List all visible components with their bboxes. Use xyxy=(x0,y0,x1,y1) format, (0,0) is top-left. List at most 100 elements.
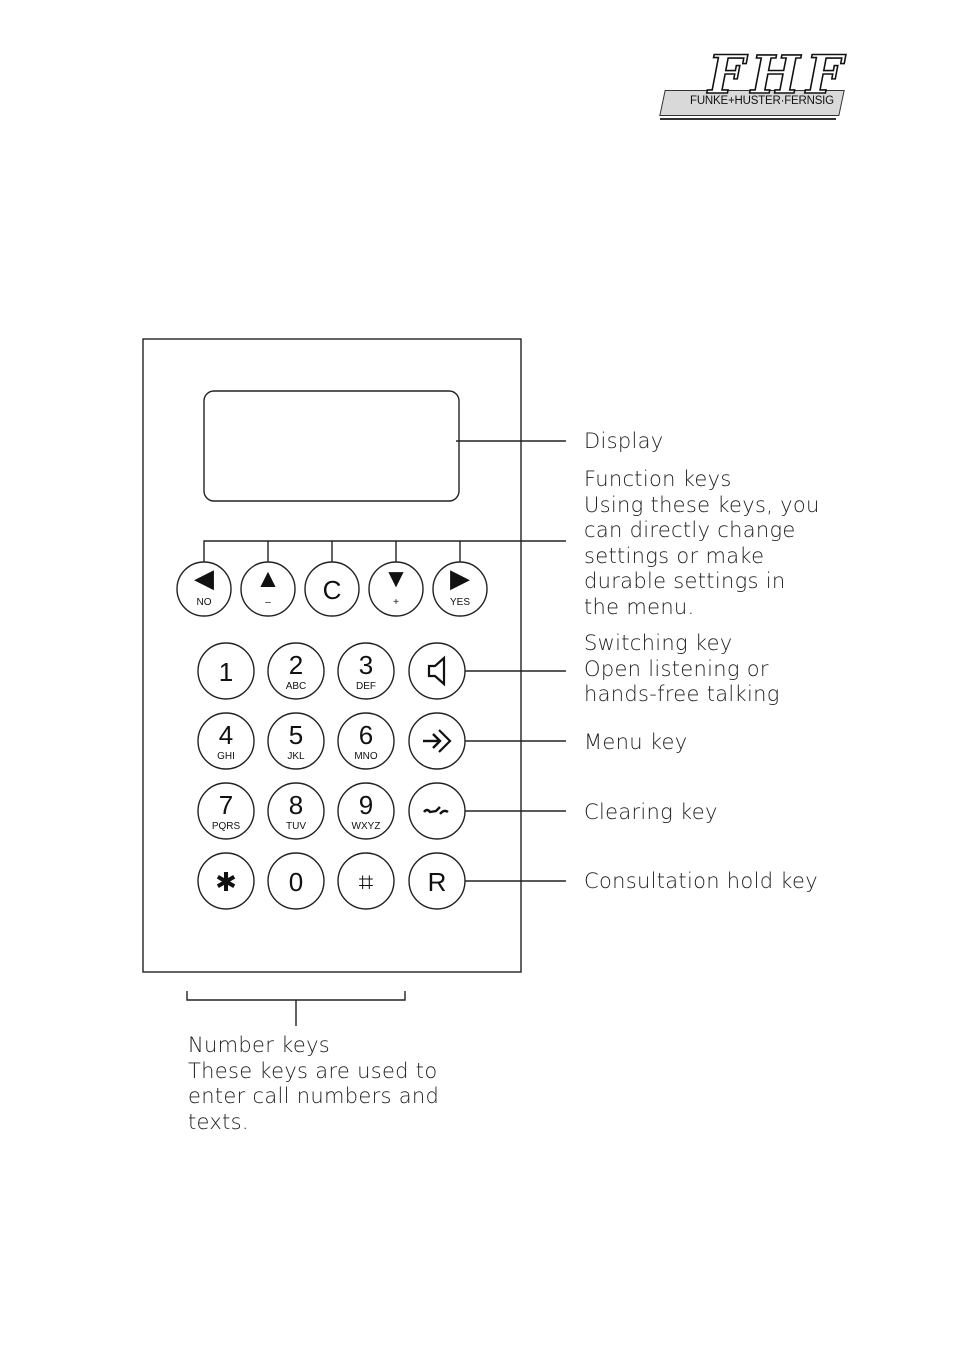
key-outline xyxy=(408,642,466,700)
key-letters: PQRS xyxy=(212,821,241,832)
consultation-key-label: Consultation hold key xyxy=(584,869,818,895)
key-digit: ✱ xyxy=(215,867,237,897)
key-outline xyxy=(304,561,360,617)
key-outline xyxy=(240,561,296,617)
label-line: can directly change xyxy=(584,518,796,543)
key-letters: TUV xyxy=(286,821,306,832)
key-outline xyxy=(267,782,325,840)
key-outline xyxy=(432,561,488,617)
label-line: settings or make xyxy=(584,543,765,568)
key-sublabel: – xyxy=(265,597,271,608)
function-key-yes[interactable]: ▶ YES xyxy=(432,561,488,617)
key-outline xyxy=(368,561,424,617)
key-digit: ⌗ xyxy=(359,867,374,897)
key-sublabel: YES xyxy=(450,597,470,608)
key-sublabel: NO xyxy=(197,597,212,608)
key-outline xyxy=(337,782,395,840)
key-outline xyxy=(197,852,255,910)
key-outline xyxy=(197,712,255,770)
key-digit: 2 xyxy=(289,650,303,680)
key-arrow-icon: ◀ xyxy=(194,563,214,593)
logo-company-name: FUNKE+HUSTER·FERNSIG xyxy=(690,95,834,107)
key-letters: JKL xyxy=(287,751,305,762)
key-digit: 5 xyxy=(289,720,303,750)
key-letters: MNO xyxy=(354,751,378,762)
label-line: Function keys xyxy=(584,467,732,491)
key-outline xyxy=(197,642,255,700)
key-symbol: C xyxy=(323,575,342,605)
key-digit: 7 xyxy=(219,790,233,820)
key-outline xyxy=(267,852,325,910)
logo-underline xyxy=(660,118,836,120)
number-key-1[interactable]: 1 xyxy=(197,642,255,700)
function-keys-label: Function keys Using these keys, you can … xyxy=(584,467,820,621)
key-outline xyxy=(267,712,325,770)
key-outline xyxy=(337,852,395,910)
menu-key[interactable] xyxy=(408,712,466,770)
label-line: the menu. xyxy=(584,594,695,619)
key-outline xyxy=(197,782,255,840)
consultation-key[interactable]: R xyxy=(408,852,466,910)
key-digit: 8 xyxy=(289,790,303,820)
label-line: enter call numbers and xyxy=(188,1084,440,1109)
number-keys-label: Number keys These keys are used to enter… xyxy=(188,1033,439,1135)
key-arrow-icon: ▶ xyxy=(450,563,470,593)
key-outline xyxy=(267,642,325,700)
key-outline xyxy=(176,561,232,617)
key-digit: 3 xyxy=(359,650,373,680)
clearing-key-label: Clearing key xyxy=(584,800,718,826)
hook-icon xyxy=(423,806,449,815)
label-line: Display xyxy=(584,429,664,453)
label-line: Number keys xyxy=(188,1033,331,1057)
key-digit: 9 xyxy=(359,790,373,820)
function-key-no[interactable]: ◀ NO xyxy=(176,561,232,617)
key-digit: 0 xyxy=(289,867,303,897)
label-line: Open listening or xyxy=(584,656,769,681)
label-line: Menu key xyxy=(584,730,688,754)
key-letters: GHI xyxy=(217,751,235,762)
key-outline xyxy=(337,642,395,700)
number-key-10[interactable]: ✱ xyxy=(197,852,255,910)
key-sublabel: + xyxy=(393,597,399,608)
number-key-11[interactable]: 0 xyxy=(267,852,325,910)
label-line: Switching key xyxy=(584,631,733,655)
key-symbol: R xyxy=(428,867,447,897)
key-letters: DEF xyxy=(356,681,376,692)
speaker-icon xyxy=(427,655,446,687)
label-line: These keys are used to xyxy=(188,1058,438,1083)
label-line: texts. xyxy=(188,1109,249,1134)
key-arrow-icon: ▼ xyxy=(383,563,409,593)
number-keys-bracket xyxy=(186,991,406,1001)
function-key-c[interactable]: C xyxy=(304,561,360,617)
label-line: durable settings in xyxy=(584,569,786,594)
key-outline xyxy=(337,712,395,770)
display-screen xyxy=(203,390,460,502)
function-key-up[interactable]: ▲– xyxy=(240,561,296,617)
clearing-key[interactable] xyxy=(408,782,466,840)
key-outline xyxy=(408,852,466,910)
display-label: Display xyxy=(584,429,664,455)
key-digit: 4 xyxy=(219,720,233,750)
switching-key-label: Switching key Open listening or hands-fr… xyxy=(584,631,780,708)
logo-letters: FHF xyxy=(707,45,849,106)
key-digit: 6 xyxy=(359,720,373,750)
switching-key[interactable] xyxy=(408,642,466,700)
label-line: Using these keys, you xyxy=(584,492,820,517)
menu-arrow-icon xyxy=(423,729,452,753)
menu-key-label: Menu key xyxy=(584,730,688,756)
number-key-12[interactable]: ⌗ xyxy=(337,852,395,910)
function-keys-bracket xyxy=(203,540,566,562)
label-line: Consultation hold key xyxy=(584,869,818,893)
label-line: hands-free talking xyxy=(584,682,780,707)
function-key-down[interactable]: ▼+ xyxy=(368,561,424,617)
key-arrow-icon: ▲ xyxy=(255,563,281,593)
